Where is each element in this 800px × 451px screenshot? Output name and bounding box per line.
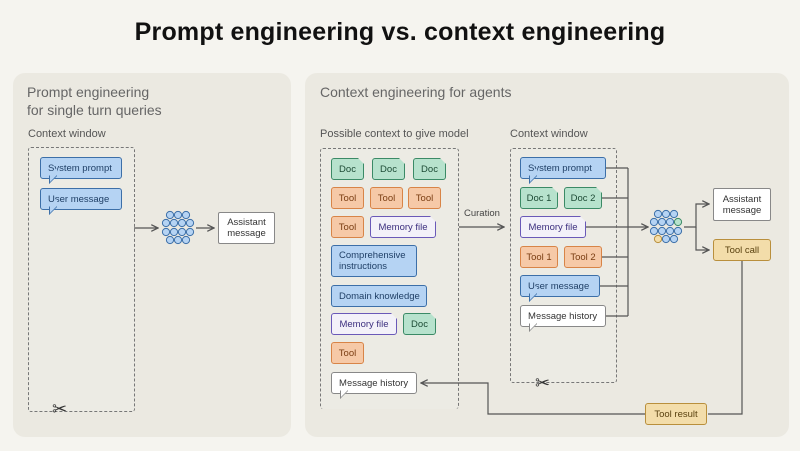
possible-tool-2-label: Tool xyxy=(377,192,396,204)
tool-result-label: Tool result xyxy=(654,408,698,420)
prompt-panel-title-line2: for single turn queries xyxy=(27,102,162,118)
possible-tool-1: Tool xyxy=(331,187,364,209)
prompt-context-window xyxy=(28,147,135,412)
window-user-message: User message xyxy=(520,275,600,297)
prompt-panel-title: Prompt engineering for single turn queri… xyxy=(27,83,162,119)
possible-doc-2: Doc xyxy=(372,157,406,180)
window-tool-1-label: Tool 1 xyxy=(526,251,552,263)
window-message-history-label: Message history xyxy=(528,310,598,322)
possible-domain-knowledge-label: Domain knowledge xyxy=(339,290,420,302)
window-tool-2-label: Tool 2 xyxy=(570,251,596,263)
possible-tool-3-label: Tool xyxy=(415,192,434,204)
tool-call-label: Tool call xyxy=(724,244,760,256)
possible-context-label: Possible context to give model xyxy=(320,128,469,140)
possible-tool-5-label: Tool xyxy=(338,347,357,359)
possible-memory-file-1: Memory file xyxy=(370,215,437,238)
possible-tool-5: Tool xyxy=(331,342,364,364)
possible-doc-4: Doc xyxy=(403,312,437,335)
prompt-assistant-message-label: Assistant message xyxy=(227,217,266,239)
scissors-icon: ✂ xyxy=(535,373,551,393)
window-user-message-label: User message xyxy=(528,280,590,292)
possible-doc-4-label: Doc xyxy=(411,318,428,330)
prompt-panel-title-line1: Prompt engineering xyxy=(27,84,150,100)
window-memory-file-label: Memory file xyxy=(528,221,578,233)
possible-doc-3: Doc xyxy=(413,157,447,180)
possible-comprehensive-instructions-label: Comprehensive instructions xyxy=(339,250,406,272)
possible-memory-file-1-label: Memory file xyxy=(378,221,428,233)
possible-tool-3: Tool xyxy=(408,187,441,209)
possible-message-history: Message history xyxy=(331,372,417,394)
possible-doc-2-label: Doc xyxy=(380,163,397,175)
prompt-context-window-label: Context window xyxy=(28,128,106,140)
window-system-prompt: System prompt xyxy=(520,157,606,179)
agent-assistant-message: Assistant message xyxy=(713,188,771,221)
agent-context-window-label: Context window xyxy=(510,128,588,140)
possible-doc-1: Doc xyxy=(331,157,365,180)
window-memory-file: Memory file xyxy=(520,215,587,238)
window-doc-1: Doc 1 xyxy=(520,186,559,209)
window-tool-2: Tool 2 xyxy=(564,246,602,268)
scissors-icon: ✂ xyxy=(52,399,68,419)
prompt-system-prompt-label: System prompt xyxy=(48,162,112,174)
window-message-history: Message history xyxy=(520,305,606,327)
possible-tool-1-label: Tool xyxy=(338,192,357,204)
prompt-assistant-message: Assistant message xyxy=(218,212,275,244)
window-doc-2-label: Doc 2 xyxy=(570,192,596,204)
tool-result: Tool result xyxy=(645,403,707,425)
page-title: Prompt engineering vs. context engineeri… xyxy=(134,18,666,46)
window-system-prompt-label: System prompt xyxy=(528,162,592,174)
context-panel-title: Context engineering for agents xyxy=(320,84,512,100)
possible-tool-4-label: Tool xyxy=(338,221,357,233)
possible-memory-file-2-label: Memory file xyxy=(339,318,389,330)
possible-domain-knowledge: Domain knowledge xyxy=(331,285,427,307)
possible-doc-3-label: Doc xyxy=(421,163,438,175)
window-doc-2: Doc 2 xyxy=(564,186,603,209)
possible-comprehensive-instructions: Comprehensive instructions xyxy=(331,245,417,277)
prompt-system-prompt: System prompt xyxy=(40,157,122,179)
possible-doc-1-label: Doc xyxy=(339,163,356,175)
possible-tool-2: Tool xyxy=(370,187,403,209)
possible-memory-file-2: Memory file xyxy=(331,312,398,335)
prompt-user-message-label: User message xyxy=(48,193,110,205)
curation-label: Curation xyxy=(464,208,500,219)
tool-call: Tool call xyxy=(713,239,771,261)
possible-message-history-label: Message history xyxy=(339,377,409,389)
possible-tool-4: Tool xyxy=(331,216,364,238)
prompt-user-message: User message xyxy=(40,188,122,210)
window-tool-1: Tool 1 xyxy=(520,246,558,268)
window-doc-1-label: Doc 1 xyxy=(526,192,552,204)
agent-assistant-message-label: Assistant message xyxy=(722,193,762,216)
